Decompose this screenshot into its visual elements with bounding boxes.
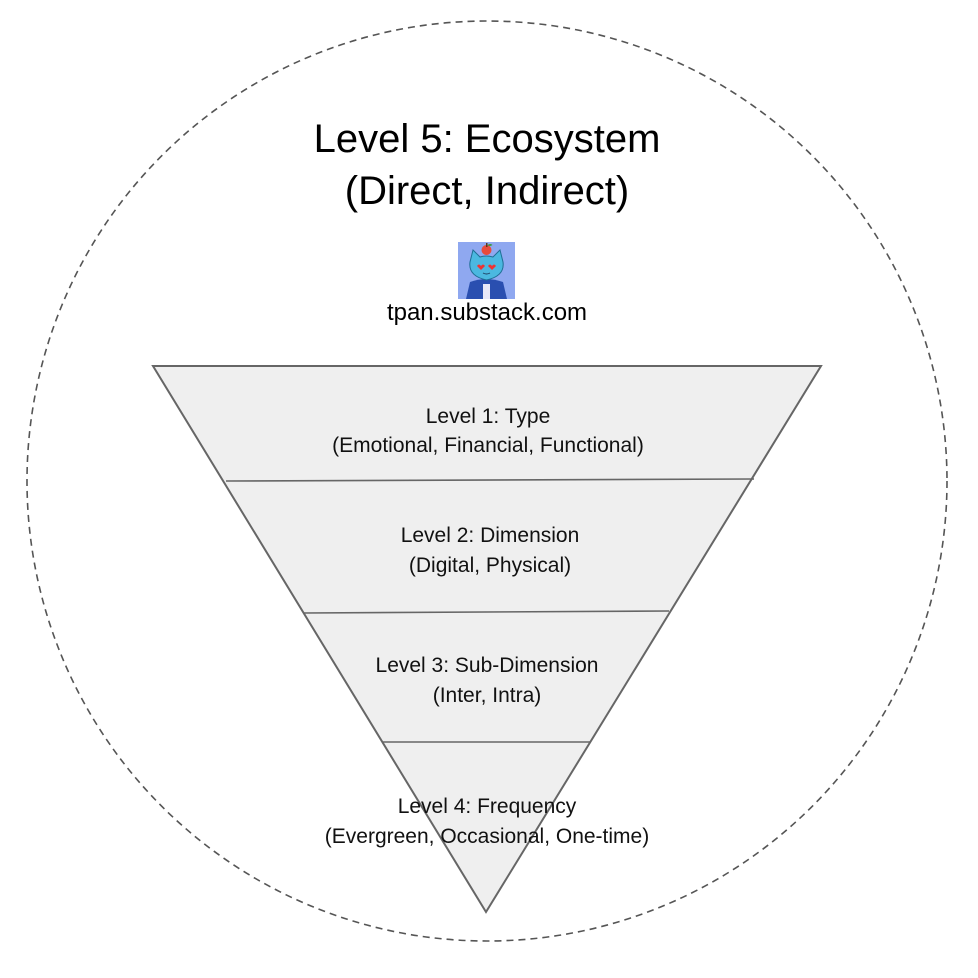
funnel-divider-2: [303, 610, 670, 614]
ecosystem-circle: [26, 20, 948, 942]
level-4-title: Level 4: Frequency: [398, 795, 577, 818]
level-2-title: Level 2: Dimension: [401, 524, 580, 547]
attribution-text: tpan.substack.com: [387, 299, 587, 326]
funnel-triangle: [151, 365, 823, 914]
level-3-subtitle: (Inter, Intra): [433, 684, 542, 707]
cat-mascot-icon: [458, 242, 515, 299]
level-3-title: Level 3: Sub-Dimension: [376, 654, 599, 677]
funnel-divider-1: [225, 478, 755, 482]
level-1-subtitle: (Emotional, Financial, Functional): [332, 434, 644, 457]
level-2-subtitle: (Digital, Physical): [409, 554, 571, 577]
level-1-title: Level 1: Type: [426, 405, 551, 428]
ecosystem-subtitle: (Direct, Indirect): [345, 169, 630, 213]
ecosystem-title: Level 5: Ecosystem: [314, 117, 661, 161]
level-4-subtitle: (Evergreen, Occasional, One-time): [325, 825, 649, 848]
